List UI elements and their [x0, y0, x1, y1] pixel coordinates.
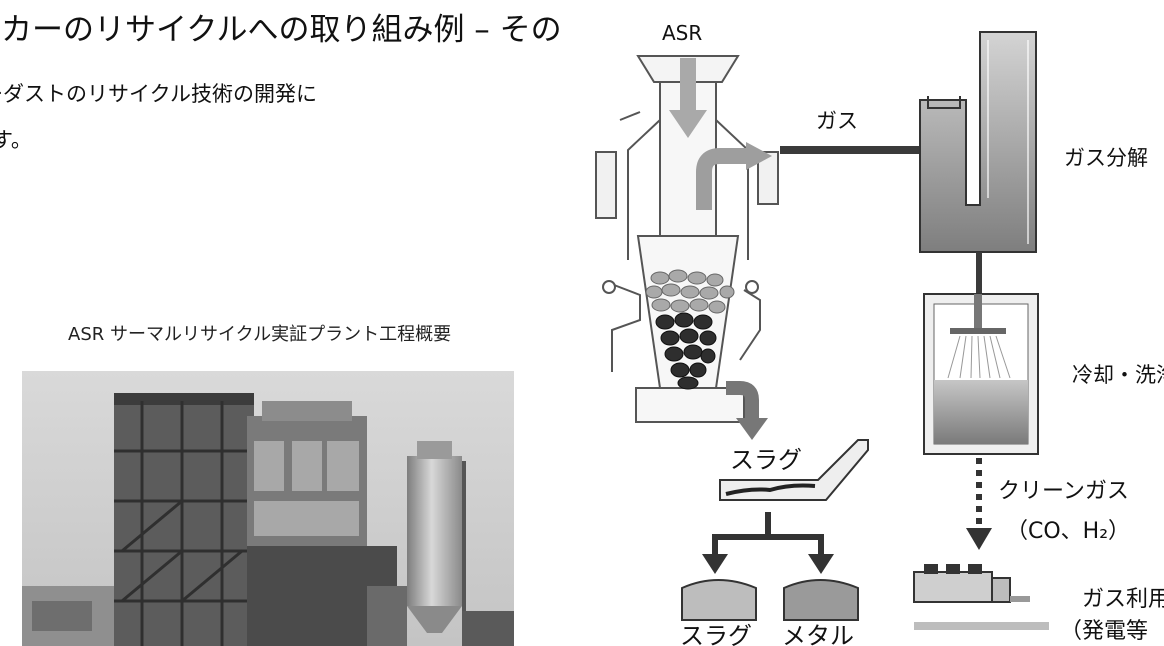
branch-arrows	[702, 512, 834, 574]
plant-photo	[22, 371, 514, 646]
label-cooling-washing: 冷却・洗浄	[1072, 363, 1164, 387]
gas-pipe	[780, 146, 920, 154]
label-power-generation: （発電等	[1060, 619, 1148, 644]
label-metal: メタル	[782, 622, 854, 646]
plant-caption: ASR サーマルリサイクル実証プラント工程概要	[68, 324, 452, 345]
slag-outlet-arrow	[726, 381, 759, 420]
gas-decomposition-tower	[919, 31, 1037, 253]
label-asr: ASR	[662, 21, 702, 45]
page-title: ーカーのリサイクルへの取り組み例 – その	[0, 12, 562, 48]
label-slag-top: スラグ	[730, 446, 802, 474]
slag-pot	[681, 579, 757, 621]
label-gas-decomposition: ガス分解	[1064, 146, 1148, 170]
cooling-washing-tower	[923, 293, 1039, 455]
asr-input-arrow	[669, 58, 707, 138]
gas-outlet-arrow	[696, 148, 748, 210]
metal-pot	[783, 579, 859, 621]
gas-engine	[913, 564, 1049, 630]
label-clean-gas: クリーンガス	[998, 479, 1129, 504]
subtitle-line-2: す。	[0, 128, 32, 152]
slag-trough	[719, 439, 869, 501]
label-slag-bottom: スラグ	[680, 622, 752, 646]
subtitle-line-1: ーダストのリサイクル技術の開発に	[0, 82, 317, 106]
label-clean-gas-formula: （CO、H₂）	[1006, 519, 1130, 544]
label-gas: ガス	[816, 109, 858, 133]
label-gas-use: ガス利用	[1082, 587, 1164, 612]
